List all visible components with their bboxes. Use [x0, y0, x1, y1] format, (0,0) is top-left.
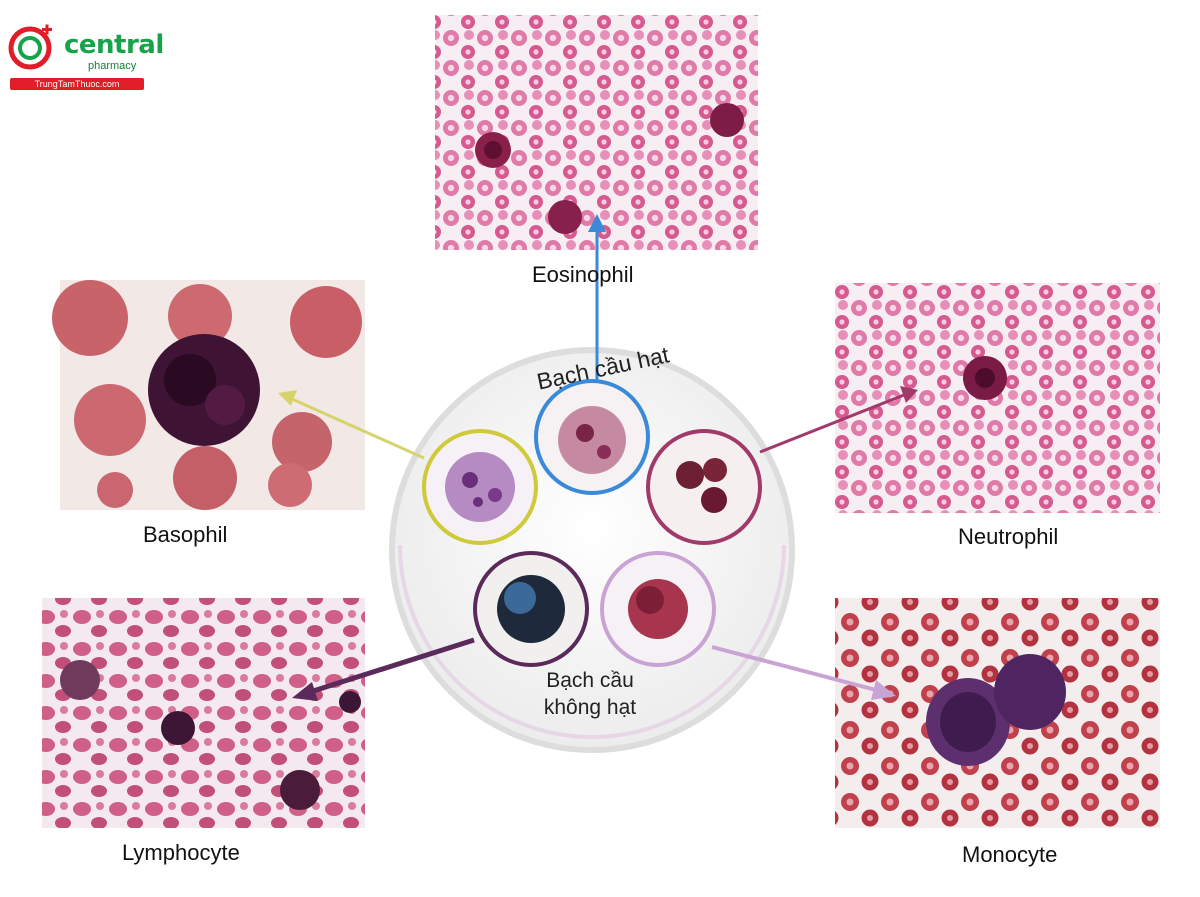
arrow-basophil	[291, 397, 425, 460]
label-neutrophil: Neutrophil	[958, 524, 1059, 549]
label-lymphocyte: Lymphocyte	[122, 840, 240, 865]
label-monocyte: Monocyte	[962, 842, 1058, 867]
arrow-lymphocyte	[309, 637, 475, 695]
logo-subtitle: pharmacy	[88, 60, 137, 72]
agranular-group-label-line2: không hạt	[543, 696, 637, 719]
pharmacy-cross-icon	[8, 24, 52, 70]
agranular-group-label-line1: Bạch cầu	[546, 669, 634, 692]
central-pharmacy-logo: central pharmacy TrungTamThuoc.com	[6, 24, 164, 94]
arrow-monocyte	[711, 645, 877, 692]
basophil-image	[52, 280, 365, 510]
basophil-cell-icon	[422, 429, 538, 545]
lymphocyte-image	[42, 598, 365, 828]
eosinophil-image	[435, 15, 758, 250]
monocyte-image	[835, 598, 1160, 828]
label-eosinophil: Eosinophil	[532, 262, 634, 287]
neutrophil-cell-icon	[646, 429, 762, 545]
monocyte-cell-icon	[600, 551, 716, 667]
neutrophil-image	[835, 283, 1160, 513]
label-basophil: Basophil	[143, 522, 228, 547]
logo-url: TrungTamThuoc.com	[10, 78, 144, 90]
logo-name: central	[64, 30, 164, 60]
arrow-neutrophil	[759, 393, 905, 454]
arrows	[278, 214, 918, 701]
lymphocyte-cell-icon	[473, 551, 589, 667]
eosinophil-cell-icon	[534, 379, 650, 495]
